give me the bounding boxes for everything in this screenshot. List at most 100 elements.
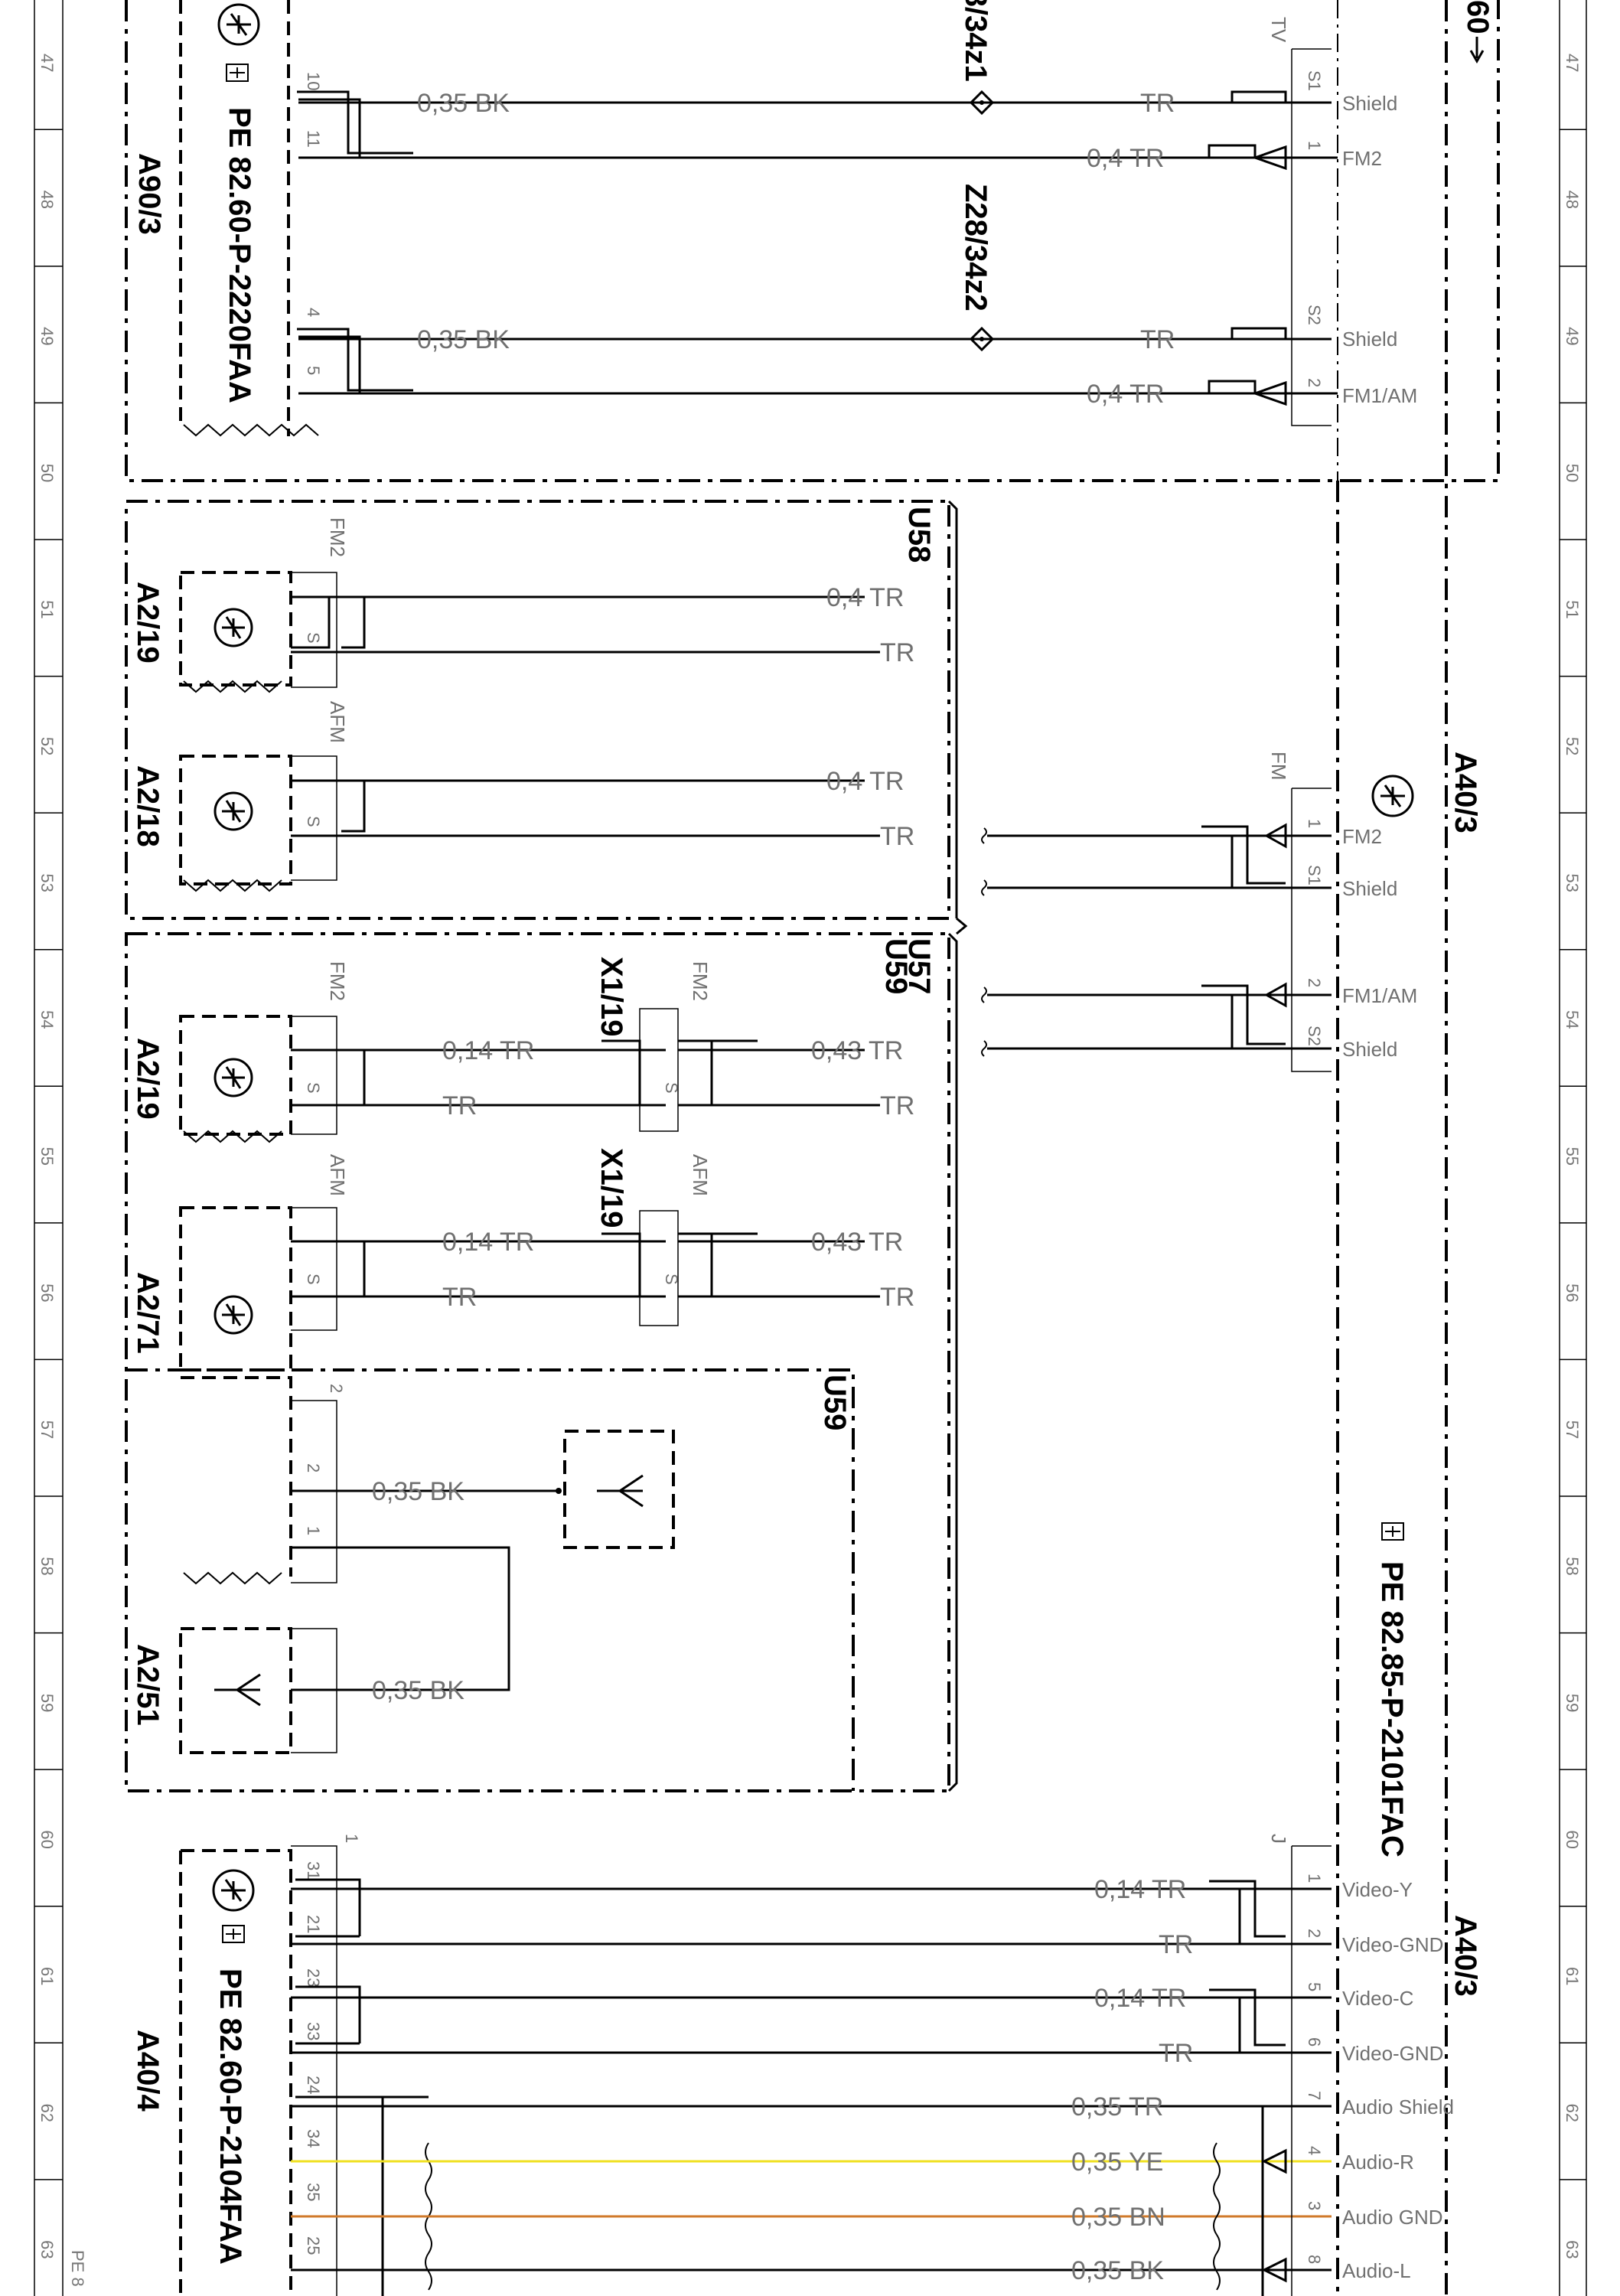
footer-text: PE 8 (68, 2250, 87, 2287)
tv-pin-name: Shield (1342, 92, 1397, 115)
wire-label: 0,4 TR (1087, 380, 1164, 409)
pin-label: 2 (304, 1463, 323, 1473)
a2-19-name: A2/19 (131, 1038, 165, 1120)
pin-name: S (304, 816, 323, 827)
wire-label: 0,14 TR (442, 1036, 534, 1065)
ruler-number: 56 (37, 1283, 57, 1302)
pin-label: 23 (304, 1968, 323, 1987)
ruler-number: 58 (37, 1557, 57, 1575)
antenna-amp-icon (214, 791, 253, 831)
u57-section: U57 U59 A2/19 FM2 S 0,14 TR TR X1/19 FM2… (125, 932, 958, 1792)
a2-51-name: A2/51 (131, 1644, 165, 1726)
antenna-amp-icon (214, 1058, 253, 1097)
pin-name: AFM (326, 701, 349, 743)
a40-3-ref: PE 82.85-P-2101FAC (1375, 1561, 1409, 1857)
ruler-number: 52 (1563, 737, 1582, 755)
a40-3-fm-connector: A40/3 FM 1 FM2 S1 Shield 2 FM1/AM S2 Shi… (981, 0, 1482, 2296)
ruler-number: 50 (1563, 464, 1582, 482)
j-pin-num: 4 (1305, 2146, 1324, 2155)
ruler-number: 57 (1563, 1420, 1582, 1439)
ruler-number: 63 (1563, 2240, 1582, 2258)
pin-name: S (304, 1274, 323, 1285)
pin-label: 35 (304, 2183, 323, 2201)
a2-18-name: A2/18 (131, 765, 165, 847)
a40-4-name: A40/4 (131, 2030, 165, 2112)
right-ruler (1559, 0, 1587, 2296)
pin-name: S (304, 632, 323, 644)
wire-label: 0,35 BN (1071, 2203, 1165, 2232)
tv-pin-name: FM1/AM (1342, 384, 1417, 407)
j-pin-name: Video-GND (1342, 2042, 1443, 2065)
tv-pin-num: 1 (1305, 141, 1324, 150)
j-pin-name: Audio-R (1342, 2151, 1414, 2174)
fm-pin-name: Shield (1342, 1038, 1397, 1061)
j-pin-name: Audio Shield (1342, 2095, 1454, 2118)
pin-label: 11 (304, 130, 323, 148)
ruler-number: 57 (37, 1420, 57, 1439)
j-pin-num: 5 (1305, 1982, 1324, 1991)
a40-4-section: PE 82.60-P-2104FAA A40/4 1 31 21 23 33 2… (131, 1834, 1482, 2296)
ruler-number: 59 (1563, 1694, 1582, 1712)
ruler-number: 59 (37, 1694, 57, 1712)
connector-label: X1/19 (595, 1148, 628, 1228)
ruler-number: 60 (37, 1830, 57, 1848)
tv-connector: TV S1 Shield 1 FM2 S2 Shield 2 FM1/AM TR… (1140, 0, 1417, 481)
pointing-hand-icon (222, 1925, 245, 1943)
pin-name: S (662, 1082, 681, 1094)
ruler-number: 61 (1563, 1967, 1582, 1985)
wire-label: 0,43 TR (811, 1228, 903, 1257)
ruler-number: 52 (37, 737, 57, 755)
a90-3-name: A90/3 (132, 153, 166, 235)
splice-label: Z28/34z1 (959, 0, 993, 82)
pin-label: 2 (327, 1384, 346, 1393)
wire-label: 0,35 BK (417, 325, 510, 354)
a90-3-ref: PE 82.60-P-2220FAA (223, 107, 256, 403)
fm-header: FM (1267, 752, 1290, 781)
pin-name: S (304, 1082, 323, 1094)
j-pin-name: Audio GND (1342, 2206, 1443, 2229)
pin-name: AFM (326, 1154, 349, 1196)
tv-pin-name: FM2 (1342, 147, 1382, 170)
pin-label: 33 (304, 2022, 323, 2040)
wire-label: 0,4 TR (826, 583, 904, 612)
wire-label: TR (880, 1091, 914, 1120)
ruler-number: 61 (37, 1967, 57, 1985)
a40-4-ref: PE 82.60-P-2104FAA (214, 1968, 247, 2265)
fm-pin-num: 1 (1305, 819, 1324, 828)
fm-pin-name: Shield (1342, 877, 1397, 900)
fm-pin-name: FM1/AM (1342, 984, 1417, 1007)
ruler-number: 48 (37, 191, 57, 209)
a2-71-name: A2/71 (131, 1272, 165, 1354)
j-pin-name: Video-GND (1342, 1933, 1443, 1956)
j-pin-name: Audio-L (1342, 2259, 1411, 2282)
pointing-hand-icon (1381, 1522, 1404, 1541)
antenna-amp-icon (1371, 775, 1414, 817)
pin-name: AFM (689, 1154, 712, 1196)
ruler-number: 51 (1563, 600, 1582, 618)
u58-code: U58 (902, 507, 936, 563)
wire-label: TR (442, 1283, 477, 1312)
ruler-number: 47 (1563, 54, 1582, 72)
pin-label: 1 (304, 1526, 323, 1535)
pin-label: 31 (304, 1861, 323, 1880)
fm-pin-num: S1 (1305, 865, 1324, 885)
pin-name: FM2 (326, 517, 349, 557)
ruler-number: 60 (1563, 1830, 1582, 1848)
ruler-number: 50 (37, 464, 57, 482)
j-pin-num: 1 (1305, 1874, 1324, 1883)
wire-label: TR (880, 1283, 914, 1312)
wire-label: 0,14 TR (1094, 1875, 1186, 1904)
antenna-amp-icon (214, 1295, 253, 1335)
j-pin-name: Video-Y (1342, 1878, 1413, 1901)
wire-label: TR (1140, 325, 1175, 354)
wire-label: TR (1140, 89, 1175, 118)
pin-name: S (662, 1274, 681, 1285)
antenna-amp-icon (217, 3, 260, 46)
tv-pin-name: Shield (1342, 328, 1397, 351)
j-pin-num: 6 (1305, 2037, 1324, 2047)
u58-section: U58 A2/19 FM2 S 0,4 TR TR A2/18 AFM S 0 (125, 500, 968, 935)
wire-label: 0,35 BK (372, 1676, 464, 1705)
a40-4-header: 1 (342, 1834, 361, 1843)
u59-inner-code: U59 (818, 1375, 852, 1430)
a2-19-name: A2/19 (131, 582, 165, 664)
